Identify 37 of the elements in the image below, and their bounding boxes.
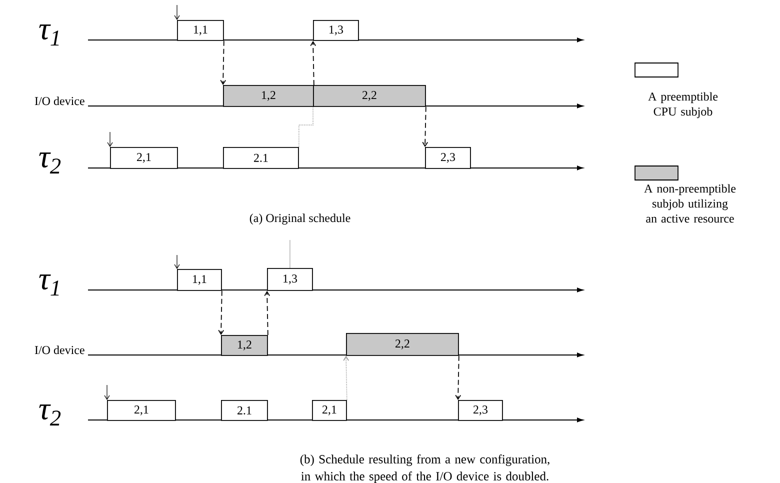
release-arrow [174,254,180,269]
subfigure-caption: (a) Original schedule [250,214,350,225]
resource-subjob-box: 1,2 [223,85,314,107]
subjob-box: 1,3 [267,268,313,291]
resource-subjob-box: 2,2 [313,85,426,107]
legend-text: A non-preemptible subjob utilizing an active resource [644,184,736,223]
resource-subjob-box: 1,2 [221,335,268,356]
task-label: τ$_{1}$ [39,274,59,296]
resource-label: I/O device [34,96,84,106]
arrow [422,106,428,147]
subjob-box: 2,1 [107,400,176,421]
subjob-box: 1,1 [177,269,222,291]
subjob-box: 2,1 [110,147,178,169]
subjob-box: 2.1 [221,400,268,421]
arrow [220,40,226,85]
subjob-box: 2.1 [223,147,299,169]
arrow [218,290,224,335]
arrow [455,355,462,400]
task-label: τ$_{2}$ [39,404,61,426]
subjob-box: 2,3 [458,400,503,421]
arrow [310,40,316,86]
resource-label: I/O device [34,346,84,354]
release-arrow [104,384,110,400]
legend-text: A preemptible CPU subjob [648,92,718,118]
subfigure-caption: (b) Schedule resulting from a new configuration, in which the speed of the I/O device is doubled. [300,454,550,483]
arrow [343,356,349,400]
arrow [264,290,270,336]
subjob-box: 2,3 [425,147,471,169]
release-arrow [107,132,113,147]
subjob-box: 1,1 [177,20,224,41]
task-label: τ$_{2}$ [39,152,61,174]
subjob-box: 1,3 [313,20,359,41]
connector-line [298,106,314,148]
subjob-box: 2,1 [312,400,347,421]
release-arrow [174,4,180,20]
resource-subjob-box: 2,2 [346,333,459,356]
task-label: τ$_{1}$ [39,24,59,46]
